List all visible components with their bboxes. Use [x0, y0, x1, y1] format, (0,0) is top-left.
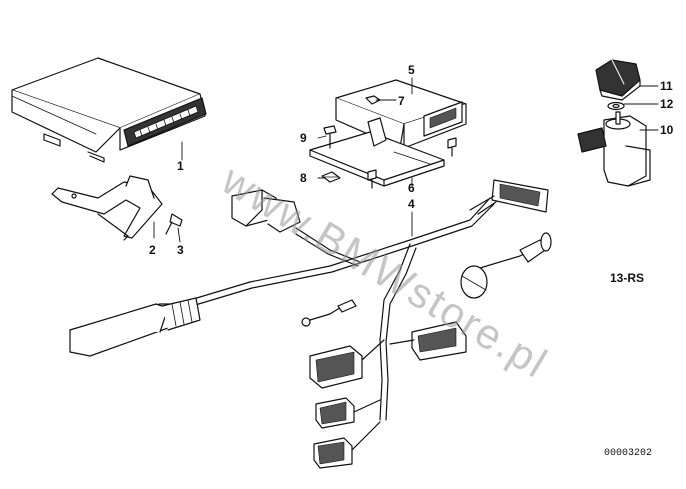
section-code: 13-RS: [610, 271, 645, 285]
callout-11: 11: [660, 79, 673, 93]
callout-1: 1: [177, 159, 184, 173]
clip-nut[interactable]: [321, 171, 341, 183]
control-unit[interactable]: [11, 57, 207, 163]
switch-housing[interactable]: [577, 111, 651, 187]
drawing-number: 00003202: [604, 448, 653, 459]
callout-9: 9: [300, 131, 307, 145]
rotary-knob[interactable]: [595, 59, 641, 101]
callout-3: 3: [177, 243, 184, 257]
control-module[interactable]: [335, 79, 467, 149]
washer[interactable]: [607, 101, 625, 111]
wiring-harness[interactable]: [69, 179, 552, 469]
callout-6: 6: [408, 181, 415, 195]
callout-10: 10: [660, 123, 674, 137]
bolt[interactable]: [323, 125, 337, 149]
callout-5: 5: [408, 63, 415, 77]
holder-plate[interactable]: [309, 117, 445, 187]
callout-7: 7: [398, 94, 405, 108]
callout-2: 2: [149, 243, 156, 257]
callout-12: 12: [660, 97, 674, 111]
screw[interactable]: [165, 213, 183, 235]
callout-8: 8: [300, 171, 307, 185]
callout-4: 4: [408, 197, 415, 211]
leader-lines: [153, 77, 659, 243]
mounting-bracket[interactable]: [51, 175, 163, 241]
